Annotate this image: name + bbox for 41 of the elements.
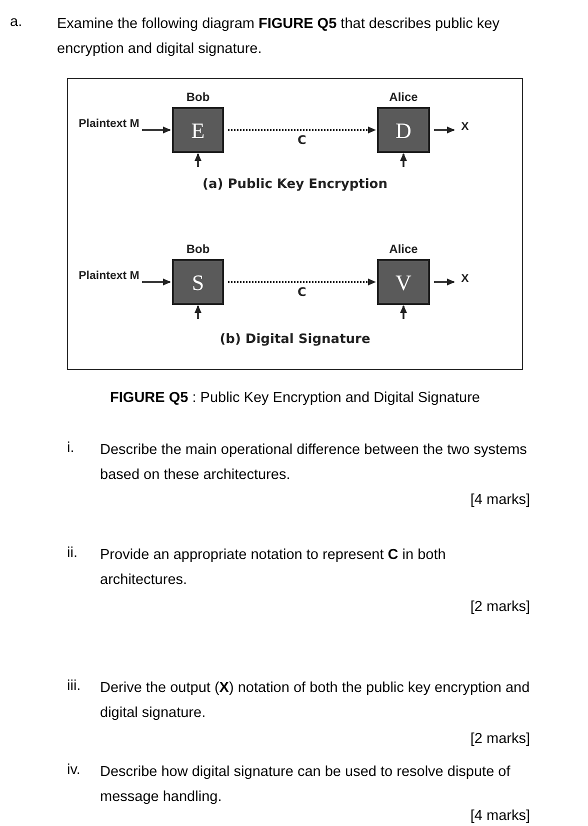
subfigure-caption: (a) Public Key Encryption — [202, 176, 388, 194]
marks-text: [2 marks] — [469, 730, 530, 749]
subfigure-caption: (b) Digital Signature — [218, 331, 372, 349]
party-label: Alice — [388, 90, 419, 104]
question-text: Provide an appropriate notation to represent C in both architectures. — [100, 546, 447, 590]
signal-label: Plaintext M — [78, 270, 140, 283]
arrow — [194, 153, 202, 167]
question-text: Examine the following diagram FIGURE Q5 that describes public key encryption and digital signature. — [57, 15, 500, 59]
item-number: iii. — [67, 677, 82, 696]
signal-label: X — [458, 121, 472, 134]
item-number: a. — [10, 13, 24, 32]
question-text: Derive the output (X) notation of both the public key encryption and digital signature. — [100, 679, 531, 723]
arrow — [228, 278, 376, 286]
marks-text: [4 marks] — [469, 491, 530, 510]
item-number: i. — [67, 439, 76, 458]
marks-text: [4 marks] — [469, 807, 530, 826]
arrow — [142, 278, 171, 286]
arrow — [434, 278, 455, 286]
process-box: V — [377, 259, 430, 305]
party-label: Bob — [185, 90, 211, 104]
signal-label: Plaintext M — [78, 118, 140, 131]
question-text: Describe the main operational difference between the two systems based on these architectures. — [100, 441, 528, 485]
arrow — [400, 305, 407, 319]
arrow — [434, 126, 455, 134]
question-text: Describe how digital signature can be used to resolve dispute of message handling. — [100, 763, 512, 807]
figure-caption: FIGURE Q5 : Public Key Encryption and Digital Signature — [109, 389, 481, 408]
party-label: Bob — [185, 242, 211, 256]
process-box: D — [377, 107, 430, 153]
process-box: S — [172, 259, 224, 305]
arrow — [142, 126, 171, 134]
item-number: ii. — [67, 544, 78, 563]
edge-label: C — [296, 133, 308, 147]
item-number: iv. — [67, 761, 82, 780]
arrow — [400, 153, 407, 167]
arrow — [228, 126, 376, 134]
edge-label: C — [296, 285, 308, 299]
process-box: E — [172, 107, 224, 153]
marks-text: [2 marks] — [469, 598, 530, 617]
signal-label: X — [458, 273, 472, 286]
party-label: Alice — [388, 242, 419, 256]
arrow — [194, 305, 202, 319]
